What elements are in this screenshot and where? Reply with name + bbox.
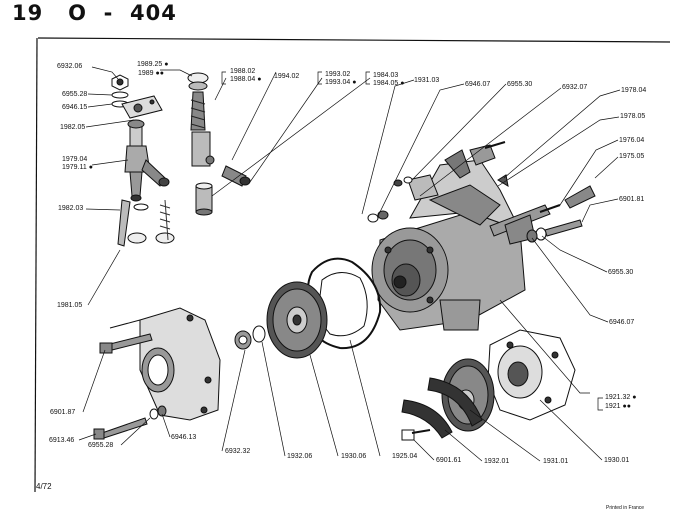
part-label-6913-46: 6913.46 [49, 437, 75, 444]
part-label-1994-02: 1994.02 [274, 73, 300, 80]
part-label-1979-11: 1979.11 ● [62, 164, 93, 171]
part-label-6901-81: 6901.81 [619, 196, 645, 203]
part-label-1981-05: 1981.05 [57, 302, 83, 309]
part-label-1979-04: 1979.04 [62, 156, 88, 163]
part-label-1989-25: 1989.25 ● [137, 61, 169, 68]
part-label-1931-01: 1931.01 [543, 458, 569, 465]
part-label-1978-05: 1978.05 [620, 113, 646, 120]
part-label-1925-04: 1925.04 [392, 453, 418, 460]
part-label-6901-61: 6901.61 [436, 457, 462, 464]
part-label-6955-30-top: 6955.30 [507, 81, 533, 88]
header-dash: - [103, 1, 114, 25]
part-label-6955-28-bottom: 6955.28 [88, 442, 114, 449]
part-label-1976-04: 1976.04 [619, 137, 645, 144]
page-header: 19 O - 404 [12, 1, 177, 25]
part-label-1988-02: 1988.02 [230, 68, 256, 75]
part-label-1982-03: 1982.03 [58, 205, 84, 212]
part-label-1993-04: 1993.04 ● [325, 79, 357, 86]
part-label-6946-07-top: 6946.07 [465, 81, 491, 88]
injector-assembly-drawing [111, 72, 251, 247]
part-label-6946-07-right: 6946.07 [609, 319, 635, 326]
part-label-6955-30-right: 6955.30 [608, 269, 634, 276]
drive-gear-drawing [266, 281, 328, 359]
pump-body-drawing [367, 141, 551, 331]
part-label-1921-32: 1921.32 ● [605, 394, 637, 401]
part-label-1982-05: 1982.05 [60, 124, 86, 131]
part-label-6901-87: 6901.87 [50, 409, 76, 416]
part-label-1932-01: 1932.01 [484, 458, 510, 465]
part-label-1989: 1989 ●● [138, 70, 164, 77]
part-label-6955-28: 6955.28 [62, 91, 88, 98]
part-label-1988-04: 1988.04 ● [230, 76, 262, 83]
header-group: 19 [12, 1, 44, 25]
header-model: 404 [130, 1, 177, 25]
part-label-1978-04: 1978.04 [621, 87, 647, 94]
part-label-1984-03: 1984.03 [373, 72, 399, 79]
part-label-6946-13: 6946.13 [171, 434, 197, 441]
printed-note: Printed in France [606, 505, 645, 511]
front-housing-drawing [109, 307, 221, 421]
rear-assembly-drawing [401, 329, 576, 441]
part-label-1932-06: 1932.06 [287, 453, 313, 460]
bush-drawing [234, 325, 266, 350]
frame-top-line [37, 37, 671, 43]
part-label-1930-06: 1930.06 [341, 453, 367, 460]
housing-bolts-drawing [93, 333, 167, 440]
part-label-1921: 1921 ●● [605, 403, 631, 410]
header-sub: O [68, 1, 88, 25]
part-label-6932-06: 6932.06 [57, 63, 83, 70]
leader-lines [78, 66, 621, 462]
part-label-1984-05: 1984.05 ● [373, 80, 405, 87]
frame-left-line [34, 37, 38, 493]
part-label-1930-01: 1930.01 [604, 457, 630, 464]
part-label-6946-15: 6946.15 [62, 104, 88, 111]
page-number: 4/72 [36, 482, 52, 491]
part-label-1975-05: 1975.05 [619, 153, 645, 160]
part-label-1931-03: 1931.03 [414, 77, 440, 84]
part-label-1993-02: 1993.02 [325, 71, 351, 78]
part-label-6932-32: 6932.32 [225, 448, 251, 455]
part-label-6932-07: 6932.07 [562, 84, 588, 91]
